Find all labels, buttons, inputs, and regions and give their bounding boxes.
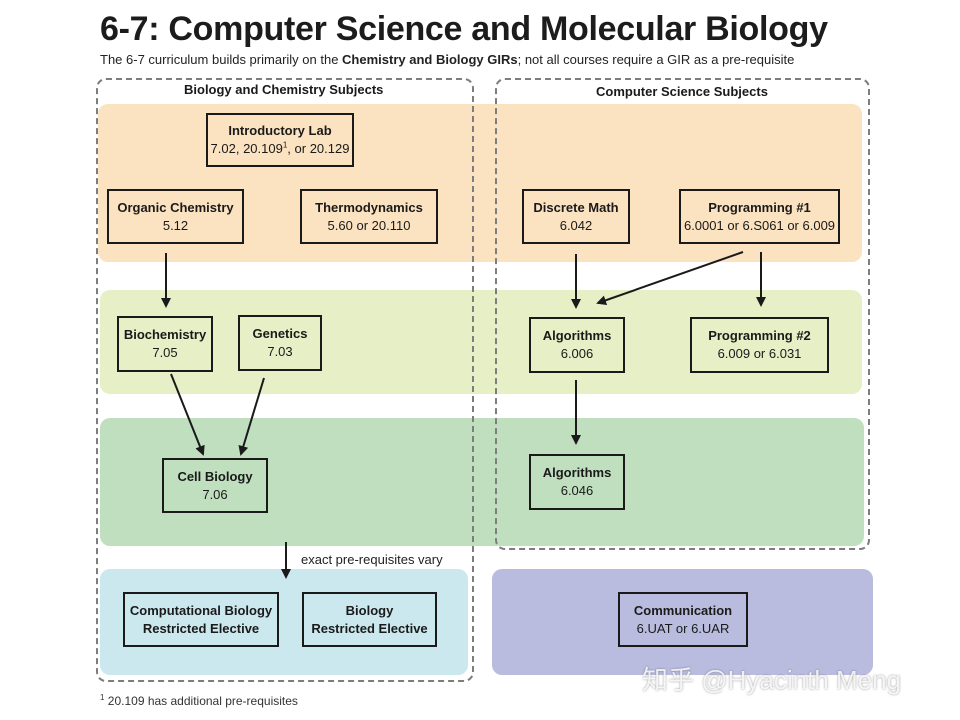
node-programming-1[interactable]: Programming #1 6.0001 or 6.S061 or 6.009 [679,189,840,244]
node-title: Programming #1 [708,199,811,215]
node-algorithms-6006[interactable]: Algorithms 6.006 [529,317,625,373]
node-programming-2[interactable]: Programming #2 6.009 or 6.031 [690,317,829,373]
node-code: 6.009 or 6.031 [717,346,802,361]
node-line-1: Computational Biology [129,602,273,618]
footnote: 1 20.109 has additional pre-requisites [100,693,298,709]
node-code: 5.12 [162,217,189,233]
page-subtitle: The 6-7 curriculum builds primarily on t… [100,52,794,67]
node-title: Introductory Lab [228,123,332,138]
node-code: 6.006 [560,346,594,361]
node-code: 7.05 [152,345,178,360]
group-computer-science [495,78,870,550]
node-biochemistry[interactable]: Biochemistry 7.05 [117,316,213,372]
node-code-part-b: , or 20.129 [287,141,350,156]
node-thermodynamics[interactable]: Thermodynamics 5.60 or 20.110 [300,189,438,244]
prerequisite-note: exact pre-requisites vary [301,552,443,567]
arrow-prog1-to-algo1 [596,251,744,306]
subtitle-text-bold: Chemistry and Biology GIRs [342,52,518,67]
footnote-mark: 1 [100,693,105,702]
watermark: 知乎 @Hyacinth Meng [642,665,902,695]
band-foundation [98,104,862,262]
band-communication [492,569,873,675]
node-code: 7.02, 20.1091, or 20.129 [211,140,350,158]
node-code: 6.0001 or 6.S061 or 6.009 [683,217,836,233]
subtitle-text-post: ; not all courses require a GIR as a pre… [517,52,795,67]
footnote-marker: 1 [282,140,288,150]
node-genetics[interactable]: Genetics 7.03 [238,315,322,371]
node-title: Cell Biology [177,468,253,484]
band-third-tier [100,418,864,546]
node-line-1: Biology [345,602,394,618]
band-second-tier [100,290,862,394]
node-code: 6.042 [559,217,593,233]
subtitle-text-pre: The 6-7 curriculum builds primarily on t… [100,52,343,67]
node-algorithms-6046[interactable]: Algorithms 6.046 [529,454,625,510]
group-label-computer-science: Computer Science Subjects [596,84,768,99]
node-code: 7.06 [202,486,228,502]
node-title: Thermodynamics [315,199,423,215]
arrow-biochem-to-cellbio [170,373,205,456]
page-title: 6-7: Computer Science and Molecular Biol… [100,10,828,48]
node-title: Programming #2 [708,328,811,343]
node-introductory-lab[interactable]: Introductory Lab 7.02, 20.1091, or 20.12… [206,113,354,167]
node-title: Organic Chemistry [117,199,234,215]
node-title: Algorithms [542,465,612,480]
arrow-genetics-to-cellbio [238,377,265,456]
footnote-text: 20.109 has additional pre-requisites [104,694,298,708]
node-cell-biology[interactable]: Cell Biology 7.06 [162,458,268,513]
node-communication[interactable]: Communication 6.UAT or 6.UAR [618,592,748,647]
group-biology-chemistry [96,78,474,682]
node-code: 6.046 [560,483,594,498]
band-electives [100,569,468,675]
node-code: 5.60 or 20.110 [327,217,411,233]
group-label-biology-chemistry: Biology and Chemistry Subjects [184,82,384,97]
node-title: Discrete Math [533,199,619,215]
node-computational-biology-elective[interactable]: Computational Biology Restricted Electiv… [123,592,279,647]
node-title: Genetics [252,326,308,341]
node-line-2: Restricted Elective [142,620,260,636]
node-code-part-a: 7.02, 20.109 [210,141,283,156]
node-biology-elective[interactable]: Biology Restricted Elective [302,592,437,647]
node-line-2: Restricted Elective [311,620,428,636]
node-code: 6.UAT or 6.UAR [636,620,730,636]
node-title: Communication [633,602,733,618]
node-organic-chemistry[interactable]: Organic Chemistry 5.12 [107,189,244,244]
node-title: Algorithms [542,328,612,343]
node-title: Biochemistry [123,327,207,342]
node-code: 7.03 [267,344,293,359]
node-discrete-math[interactable]: Discrete Math 6.042 [522,189,630,244]
